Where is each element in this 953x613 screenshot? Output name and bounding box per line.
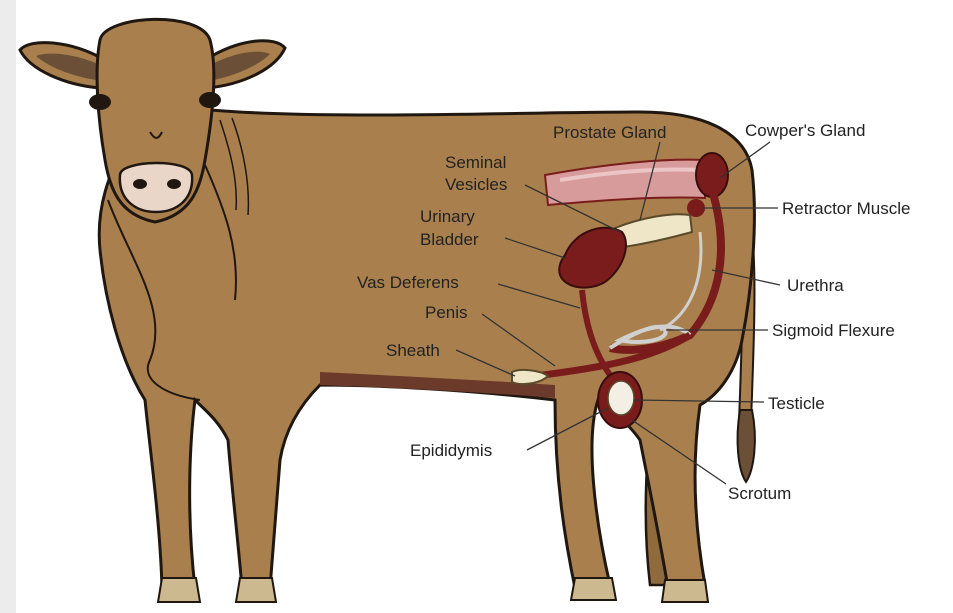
label-retractor-muscle: Retractor Muscle: [782, 199, 910, 218]
testicle-organ: [608, 381, 634, 415]
label-seminal-vesicles-line1: Seminal: [445, 153, 506, 172]
label-urethra: Urethra: [787, 276, 844, 295]
label-cowpers-gland: Cowper's Gland: [745, 121, 865, 140]
left-edge-strip: [0, 0, 16, 613]
right-nostril: [167, 179, 181, 189]
label-sheath: Sheath: [386, 341, 440, 360]
label-sigmoid-flexure: Sigmoid Flexure: [772, 321, 895, 340]
label-urinary-bladder-line1: Urinary: [420, 207, 475, 226]
hoof-hind-left: [571, 578, 616, 600]
label-prostate-gland: Prostate Gland: [553, 123, 666, 142]
right-eye: [199, 92, 221, 108]
left-eye: [89, 94, 111, 110]
hoof-hind-right: [662, 580, 708, 602]
label-testicle: Testicle: [768, 394, 825, 413]
label-epididymis: Epididymis: [410, 441, 492, 460]
tail-switch: [738, 410, 755, 482]
hoof-front-left: [158, 578, 200, 602]
label-penis: Penis: [425, 303, 468, 322]
label-scrotum: Scrotum: [728, 484, 791, 503]
hoof-front-right: [236, 578, 276, 602]
muzzle: [120, 163, 192, 212]
label-seminal-vesicles-line2: Vesicles: [445, 175, 507, 194]
label-urinary-bladder-line2: Bladder: [420, 230, 479, 249]
left-nostril: [133, 179, 147, 189]
label-vas-deferens: Vas Deferens: [357, 273, 459, 292]
